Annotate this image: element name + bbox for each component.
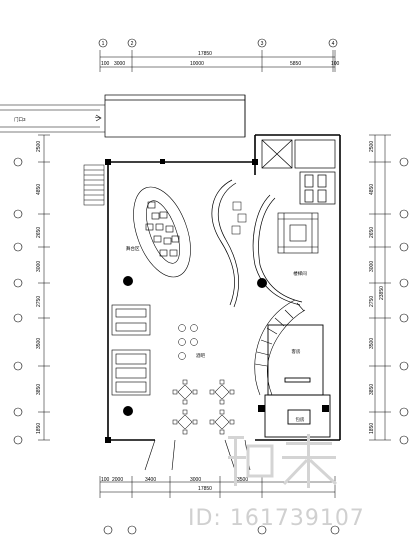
right-dim-6: 3500 (369, 338, 375, 349)
bottom-axis-markers (103, 525, 340, 535)
top-dim-1: 3000 (114, 61, 125, 67)
top-total-dim: 17850 (198, 51, 212, 57)
sofa-booths (111, 304, 151, 396)
left-dim-7: 3850 (36, 384, 42, 395)
top-dim-3: 5850 (290, 61, 301, 67)
right-total-dim: 23850 (379, 286, 385, 300)
right-dim-5: 2750 (369, 296, 375, 307)
axis-bubble-label: 2 (131, 41, 134, 47)
left-dimension-texts: 2500 4850 2650 3000 2750 3500 3850 1850 (36, 141, 42, 434)
right-dimension-chain (369, 134, 391, 441)
bottom-dimension-chain (99, 476, 336, 498)
dining-sets (172, 379, 235, 435)
upper-corridor (104, 94, 246, 138)
room1-label: 客房 (292, 348, 301, 355)
room2-label: 包房 (296, 416, 305, 423)
round-planters (123, 276, 267, 416)
spiral-stair (254, 299, 306, 396)
bar-label: 酒吧 (196, 352, 205, 359)
left-dim-5: 2750 (36, 296, 42, 307)
left-dim-8: 1850 (36, 423, 42, 434)
exterior-stair (83, 164, 105, 206)
entry-door (144, 439, 251, 471)
entrance-ramp (0, 104, 105, 133)
round-tables (178, 324, 198, 360)
oval-conference-table (133, 186, 191, 278)
right-axis-markers (399, 157, 409, 445)
left-dim-6: 3500 (36, 338, 42, 349)
curved-partition (211, 179, 303, 308)
stair-label: 楼梯间 (293, 270, 307, 277)
axis-bubble-label: 3 (261, 41, 264, 47)
right-dim-4: 3000 (369, 261, 375, 272)
bottom-dim-3: 3500 (237, 477, 248, 483)
right-dim-8: 1850 (369, 423, 375, 434)
right-dim-1: 2500 (369, 141, 375, 152)
right-rooms (264, 324, 331, 438)
axis-bubble-label: 1 (102, 41, 105, 47)
top-prefix-dim: 100 (101, 61, 110, 67)
top-dimension-chain (99, 50, 336, 72)
top-dim-4: 100 (331, 61, 340, 67)
axis-bubble-label: 4 (332, 41, 335, 47)
left-dimension-chain (38, 134, 50, 441)
bottom-total-dim: 17850 (198, 486, 212, 492)
right-dim-2: 4850 (369, 184, 375, 195)
structural-columns (105, 159, 329, 443)
stage-label: 舞台区 (126, 245, 140, 252)
left-dim-2: 4850 (36, 184, 42, 195)
left-dim-1: 2500 (36, 141, 42, 152)
stair-core (277, 212, 319, 254)
bottom-prefix-dim: 100 (101, 477, 110, 483)
left-dim-3: 2650 (36, 227, 42, 238)
right-dim-7: 3850 (369, 384, 375, 395)
bottom-dim-1: 3400 (145, 477, 156, 483)
top-dim-2: 10000 (190, 61, 204, 67)
top-axis-markers (98, 38, 338, 48)
left-axis-markers (13, 157, 23, 445)
service-rooms (261, 139, 336, 205)
right-dim-3: 2650 (369, 227, 375, 238)
left-dim-4: 3000 (36, 261, 42, 272)
lounge-chairs (231, 201, 247, 235)
right-dimension-texts: 2500 4850 2650 3000 2750 3500 3850 1850 … (369, 141, 385, 434)
bottom-dim-2: 3000 (190, 477, 201, 483)
entrance-label: 门口3 (14, 116, 26, 123)
bottom-row2-dim-1: 2000 (112, 477, 123, 483)
